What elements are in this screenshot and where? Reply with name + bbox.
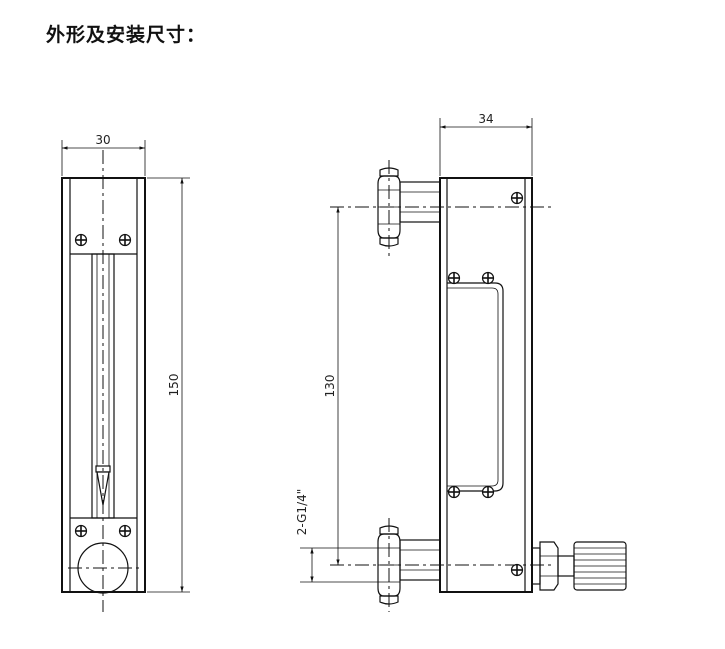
side-window xyxy=(447,282,504,492)
page-title: 外形及安装尺寸： xyxy=(46,24,207,46)
screw-icon xyxy=(510,191,524,205)
side-view: 34 130 2-G1/4" xyxy=(295,112,627,612)
screw-icon xyxy=(74,233,88,247)
front-width-label: 30 xyxy=(95,133,110,147)
screw-icon xyxy=(481,485,495,499)
front-view: 30 150 xyxy=(61,133,190,612)
side-body-outline xyxy=(439,177,533,593)
screw-icon xyxy=(447,271,461,285)
screw-icon xyxy=(447,485,461,499)
screw-icon xyxy=(510,563,524,577)
lower-fitting-icon xyxy=(377,525,441,605)
port-spacing-label: 130 xyxy=(323,375,337,398)
thread-size-label: 2-G1/4" xyxy=(295,489,309,536)
screw-icon xyxy=(481,271,495,285)
front-height-label: 150 xyxy=(167,374,181,397)
valve-knob-icon xyxy=(531,541,627,591)
screw-icon xyxy=(74,524,88,538)
screw-icon xyxy=(118,233,132,247)
screw-icon xyxy=(118,524,132,538)
side-width-label: 34 xyxy=(478,112,493,126)
